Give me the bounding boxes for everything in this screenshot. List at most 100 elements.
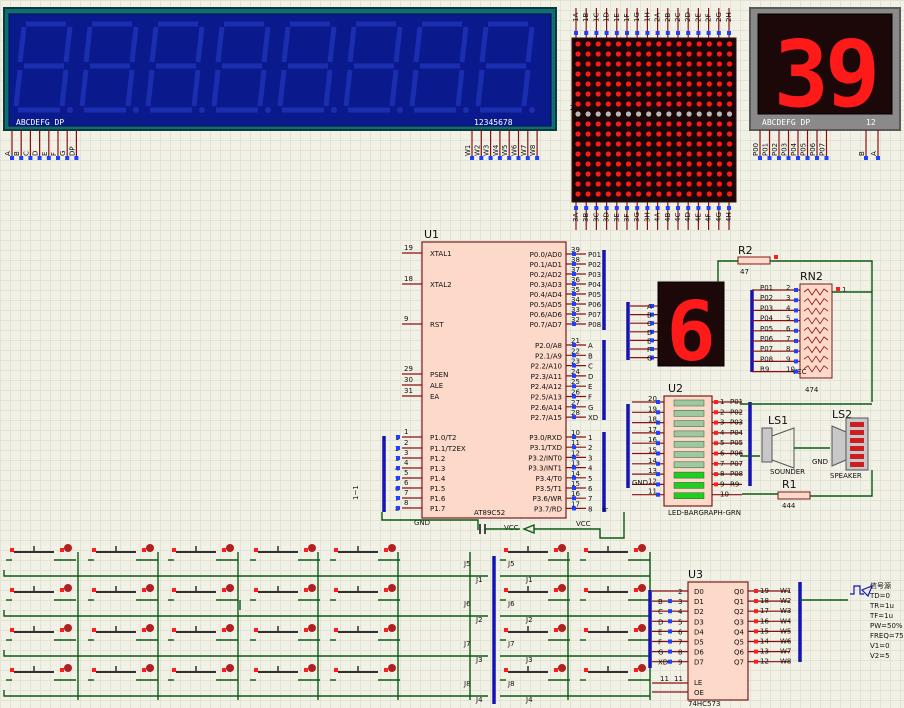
key-button[interactable]	[500, 664, 570, 681]
matrix-led	[595, 71, 601, 77]
pin-number: 39	[571, 246, 580, 254]
latch-u3[interactable]: U374HC573D02D13BD24CD35DD46ED57FD68GD79X…	[648, 568, 848, 708]
rn2-element	[803, 365, 829, 373]
bargraph-u2[interactable]: U2LED-BARGRAPH-GRN20191817161514131211GN…	[626, 382, 778, 517]
matrix-led	[605, 101, 611, 107]
pin-marker	[334, 548, 338, 552]
pin-label: P07	[819, 143, 827, 156]
pin-marker	[754, 599, 758, 604]
key-button[interactable]	[580, 664, 650, 681]
key-button[interactable]	[500, 544, 570, 561]
mcu-u1[interactable]: U1AT89C5219XTAL118XTAL29RST29PSEN30ALE31…	[352, 228, 625, 539]
pin-marker	[594, 31, 599, 35]
key-button[interactable]	[250, 544, 320, 561]
matrix-led	[686, 161, 692, 167]
pin-number: 4	[786, 304, 791, 312]
key-button[interactable]	[6, 664, 76, 681]
pin-name: D2	[694, 608, 704, 616]
pin-number: 15	[571, 480, 580, 488]
net-label: P01	[588, 251, 601, 259]
source-arrow	[860, 584, 874, 598]
pin-number: 4	[404, 459, 409, 467]
matrix-led	[686, 41, 692, 47]
matrix-led	[575, 141, 581, 147]
key-button[interactable]	[6, 624, 76, 641]
pin-marker	[92, 668, 96, 672]
key-button[interactable]	[168, 624, 238, 641]
matrix-led	[656, 81, 662, 87]
net-label: D	[658, 618, 663, 626]
bar-segment	[673, 451, 705, 458]
r2-body[interactable]	[737, 256, 771, 265]
matrix-led	[595, 61, 601, 67]
matrix-led	[605, 41, 611, 47]
lcd-digit-label: 12345678	[474, 118, 513, 127]
pin-marker	[574, 206, 578, 210]
display2-face	[757, 13, 893, 115]
r1-body[interactable]	[777, 491, 811, 500]
pin-label: 4E	[694, 213, 702, 222]
ls1-body[interactable]	[761, 427, 773, 463]
display2-digit-label: 12	[866, 118, 876, 127]
key-button[interactable]	[88, 584, 158, 601]
pin-marker	[754, 629, 758, 634]
matrix-led	[686, 151, 692, 157]
pin-marker	[594, 206, 599, 210]
key-button[interactable]	[250, 584, 320, 601]
key-button[interactable]	[250, 664, 320, 681]
pin-number: 2	[720, 408, 724, 416]
matrix-led	[605, 71, 611, 77]
pin-number: 11	[674, 675, 683, 683]
pin-marker	[786, 156, 791, 160]
key-button[interactable]	[88, 664, 158, 681]
pin-marker	[794, 328, 798, 333]
u3-body[interactable]	[687, 581, 749, 701]
u1-body[interactable]	[421, 241, 567, 519]
key-button[interactable]	[330, 584, 400, 601]
key-button[interactable]	[168, 544, 238, 561]
key-button[interactable]	[330, 624, 400, 641]
matrix-led	[575, 131, 581, 137]
signal-param: V1=0	[870, 642, 890, 650]
button-cap	[388, 544, 396, 552]
key-button[interactable]	[6, 544, 76, 561]
matrix-led	[605, 81, 611, 87]
pin-marker	[777, 156, 781, 160]
key-button[interactable]	[330, 664, 400, 681]
pin-marker	[754, 619, 758, 624]
pin-name: Q5	[734, 639, 744, 647]
key-button[interactable]	[330, 544, 400, 561]
key-button[interactable]	[250, 624, 320, 641]
pin-marker	[634, 548, 638, 552]
pin-marker	[714, 461, 718, 466]
pin-label: DP	[68, 146, 76, 156]
pin-label: 1E	[613, 13, 621, 22]
matrix-led	[676, 71, 682, 77]
matrix-led	[676, 91, 682, 97]
key-button[interactable]	[88, 624, 158, 641]
key-button[interactable]	[580, 584, 650, 601]
key-button[interactable]	[580, 544, 650, 561]
ghost-digit	[409, 21, 469, 113]
pin-number: 6	[720, 450, 725, 458]
key-button[interactable]	[500, 624, 570, 641]
pin-name: P0.6/AD6	[530, 311, 563, 319]
pin-marker	[396, 456, 400, 460]
key-button[interactable]	[168, 584, 238, 601]
key-button[interactable]	[88, 544, 158, 561]
resistor-network[interactable]: R247RN2474VCC1P012P023P034P045P056P067P0…	[717, 244, 873, 402]
pin-marker	[254, 588, 258, 592]
matrix-led	[595, 171, 601, 177]
key-button[interactable]	[6, 584, 76, 601]
key-button[interactable]	[500, 584, 570, 601]
pin-marker	[334, 668, 338, 672]
key-button[interactable]	[168, 664, 238, 681]
key-button[interactable]	[580, 624, 650, 641]
